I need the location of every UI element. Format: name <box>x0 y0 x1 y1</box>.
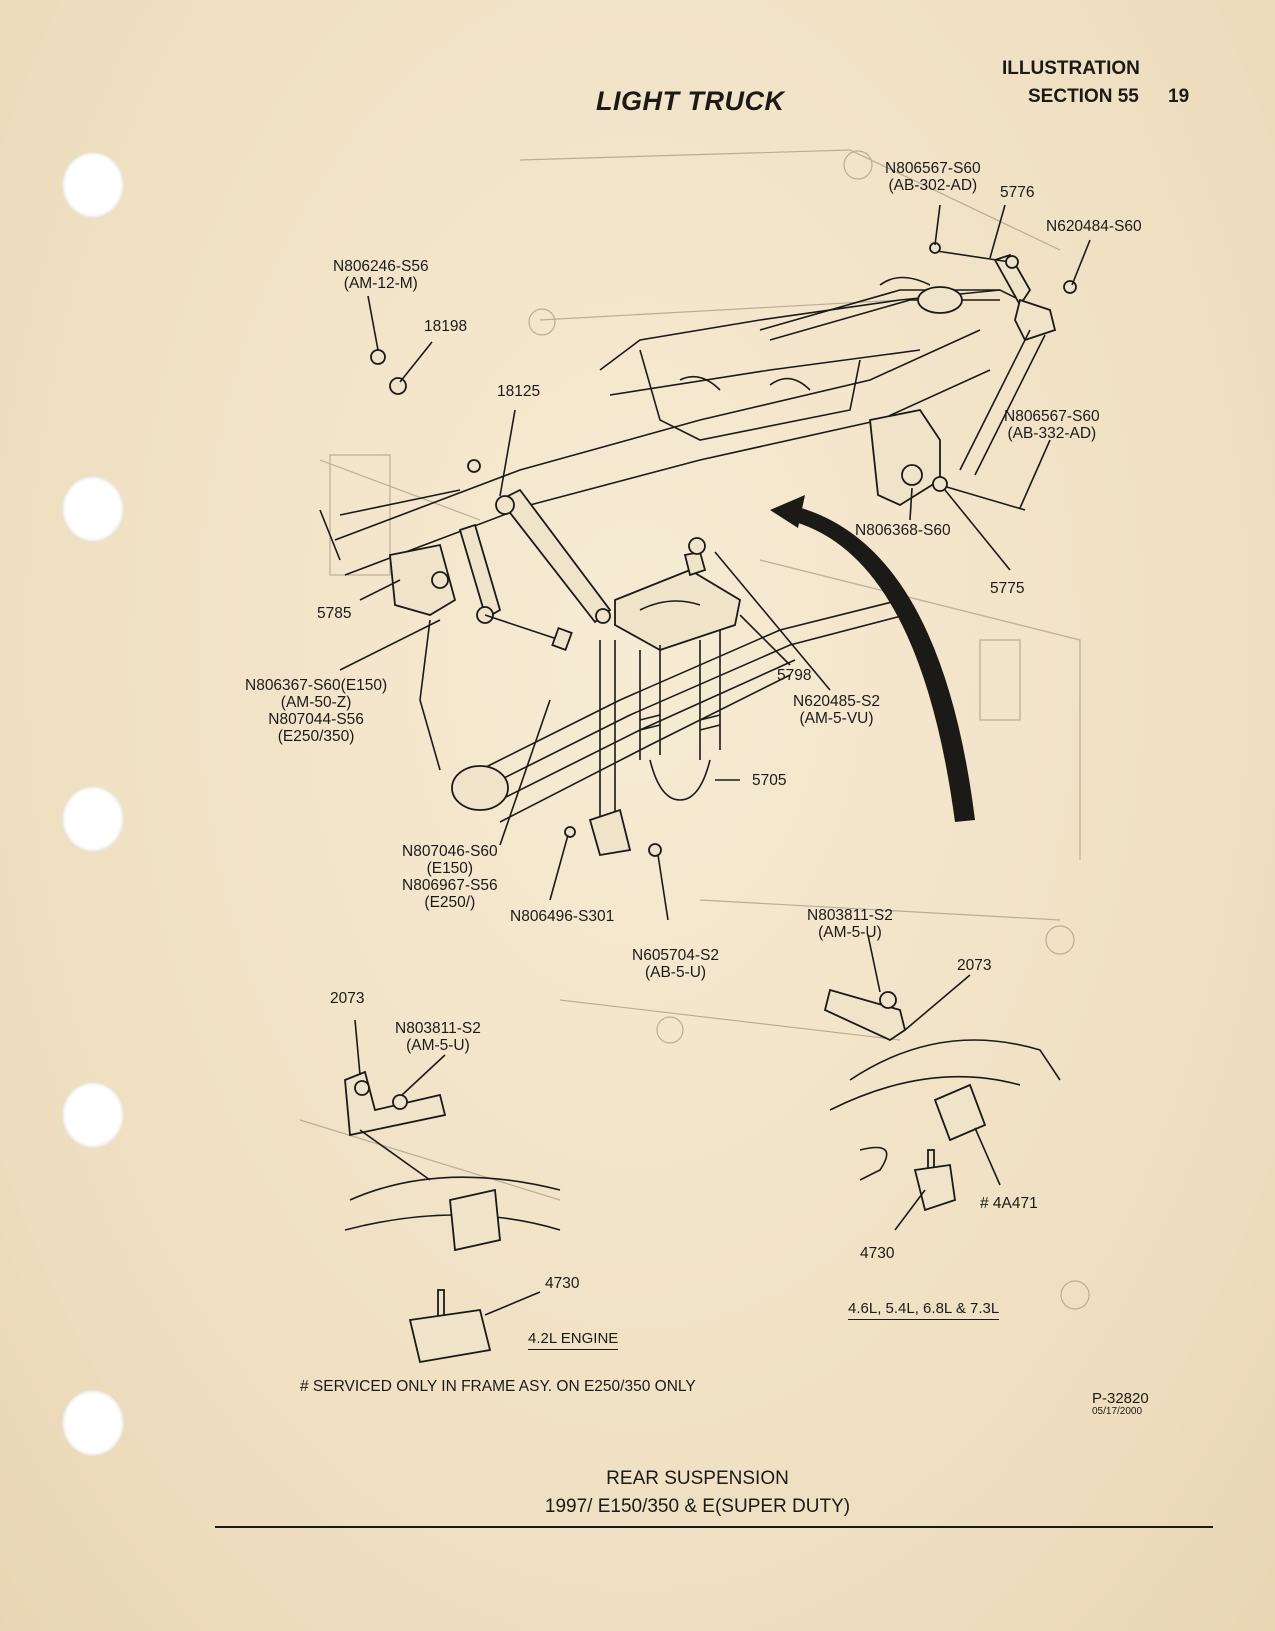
detail-label-right: 4.6L, 5.4L, 6.8L & 7.3L <box>848 1300 1000 1320</box>
callout-4730-right: 4730 <box>860 1245 895 1262</box>
callout-2073-left: 2073 <box>330 990 365 1007</box>
callout-4a471: # 4A471 <box>980 1195 1038 1212</box>
caption-rule <box>215 1526 1213 1528</box>
front-spring-hanger <box>389 523 573 652</box>
page-number: 19 <box>1168 86 1190 107</box>
caption-line-1: REAR SUSPENSION <box>606 1468 789 1489</box>
page-title: LIGHT TRUCK <box>596 86 785 116</box>
binder-hole <box>62 1390 124 1456</box>
illustration-number: P-32820 <box>1092 1390 1149 1407</box>
left-detail-view <box>344 1070 561 1364</box>
binder-hole <box>62 152 124 218</box>
callout-5705: 5705 <box>752 772 787 789</box>
illustration-date: 05/17/2000 <box>1092 1406 1143 1417</box>
binder-hole <box>62 476 124 542</box>
callout-5798: 5798 <box>777 667 812 684</box>
callout-18198: 18198 <box>424 318 468 335</box>
callout-5776: 5776 <box>1000 184 1035 201</box>
callout-bolt-right-hanger: N806567-S60(AB-332-AD) <box>1004 408 1100 442</box>
ghost-bleed-through <box>299 149 1090 1310</box>
binder-hole <box>62 786 124 852</box>
callout-nut-top-right: N620484-S60 <box>1046 218 1142 235</box>
callout-nut-right-hanger: N806368-S60 <box>855 522 951 539</box>
binder-hole <box>62 1082 124 1148</box>
callout-5775: 5775 <box>990 580 1025 597</box>
callout-bolt-bottom-center: N605704-S2(AB-5-U) <box>632 947 720 981</box>
callout-bolt-front-hanger: N806367-S60(E150)(AM-50-Z) N807044-S56(E… <box>245 677 388 745</box>
callout-18125: 18125 <box>497 383 541 400</box>
detail-label-left: 4.2L ENGINE <box>528 1330 619 1350</box>
right-spring-hanger <box>869 408 1026 511</box>
illustration-label: ILLUSTRATION <box>1002 58 1140 79</box>
callout-nut-left-detail: N803811-S2(AM-5-U) <box>395 1020 481 1054</box>
leader-lines <box>339 204 1091 1316</box>
direction-arrow <box>770 495 975 822</box>
section-label: SECTION 55 <box>1028 86 1139 107</box>
spring-plate-ubolts <box>564 537 742 857</box>
callout-nut-bottom-center: N806496-S301 <box>510 908 615 925</box>
footnote: # SERVICED ONLY IN FRAME ASY. ON E250/35… <box>300 1378 696 1395</box>
caption-line-2: 1997/ E150/350 & E(SUPER DUTY) <box>544 1496 851 1517</box>
callout-2073-right: 2073 <box>957 957 992 974</box>
upper-spring-leaves <box>759 276 1041 341</box>
callout-nut-right-detail: N803811-S2(AM-5-U) <box>807 907 893 941</box>
callout-bolt-top-right: N806567-S60(AB-302-AD) <box>885 160 981 194</box>
right-detail-view <box>823 988 1061 1212</box>
shock-absorber <box>370 349 612 624</box>
callout-eye-bolt: N807046-S60(E150) N806967-S56(E250/) <box>402 843 498 911</box>
callout-ubolt-nut: N620485-S2(AM-5-VU) <box>793 693 881 727</box>
callout-5785: 5785 <box>317 605 352 622</box>
callout-nut-top-left: N806246-S56(AM-12-M) <box>333 258 429 292</box>
rear-shackle-assembly <box>929 242 1077 476</box>
callout-4730-left: 4730 <box>545 1275 580 1292</box>
